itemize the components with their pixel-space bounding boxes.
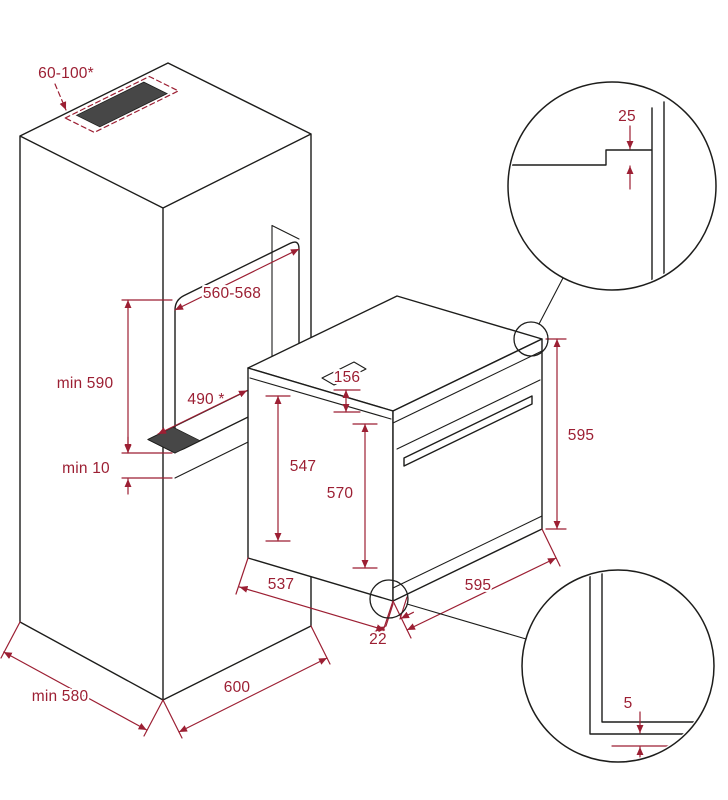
label-bottom-clearance: min 10	[62, 460, 110, 477]
label-niche-width: 560-568	[203, 285, 261, 302]
bottom-detail-circle	[521, 569, 715, 763]
oven-panel-lines	[249, 350, 543, 589]
dim-niche-height-extensions	[121, 299, 173, 454]
top-detail-content	[510, 101, 665, 284]
bottom-callout-connector	[406, 603, 527, 640]
top-detail-section-lines	[510, 101, 665, 284]
label-top-overlap: 25	[618, 108, 636, 125]
label-niche-depth: 490 *	[187, 391, 224, 408]
label-bottom-gap: 5	[624, 695, 633, 712]
dim-front-width-extensions	[392, 528, 561, 639]
dim-front-height-extensions	[545, 338, 567, 530]
dim-base-width-line	[178, 657, 328, 733]
vent-leader-line	[54, 83, 67, 111]
dim-niche-width-line	[174, 248, 300, 311]
dim-overhang-arrow-right	[400, 611, 414, 620]
bottom-detail-section-lines	[589, 572, 695, 735]
top-detail-circle	[507, 81, 717, 291]
top-callout-connector	[538, 277, 564, 325]
label-body-height: 547	[290, 458, 316, 475]
dim-body-depth-line	[238, 585, 386, 632]
label-base-depth: min 580	[32, 688, 89, 705]
vent-clearance-outline	[63, 75, 180, 134]
dim-niche-depth-line	[157, 389, 248, 435]
oven	[247, 295, 543, 602]
bottom-corner-marker-circle	[369, 579, 409, 619]
vent-cutout	[75, 81, 169, 128]
label-body-depth: 537	[268, 576, 294, 593]
label-niche-height: min 590	[57, 375, 114, 392]
oven-door-handle	[403, 395, 533, 467]
niche-floor-strip	[147, 426, 201, 454]
label-bottom-overhang: 22	[369, 631, 387, 648]
label-front-height: 595	[568, 427, 594, 444]
label-vent-distance: 60-100*	[38, 65, 94, 82]
oven-dimensions: 156 547 570 595 537 595 22	[235, 338, 596, 650]
oven-top-vent-slot	[321, 361, 367, 386]
dim-base-depth-extensions	[0, 621, 164, 737]
dim-overhang-arrow-left	[372, 626, 386, 634]
top-corner-marker-circle	[513, 321, 549, 357]
dim-base-depth-line	[3, 651, 148, 731]
label-base-width: 600	[224, 679, 251, 696]
label-inner-height: 570	[327, 485, 354, 502]
dim-front-width-line	[406, 557, 557, 631]
label-front-width: 595	[465, 577, 491, 594]
detail-callou ts: 25 5	[369, 81, 717, 763]
label-front-recess-depth: 156	[334, 369, 360, 386]
cabinet-dimensions: 60-100* 560-568 min 590 min 10 490 * min…	[0, 63, 331, 739]
